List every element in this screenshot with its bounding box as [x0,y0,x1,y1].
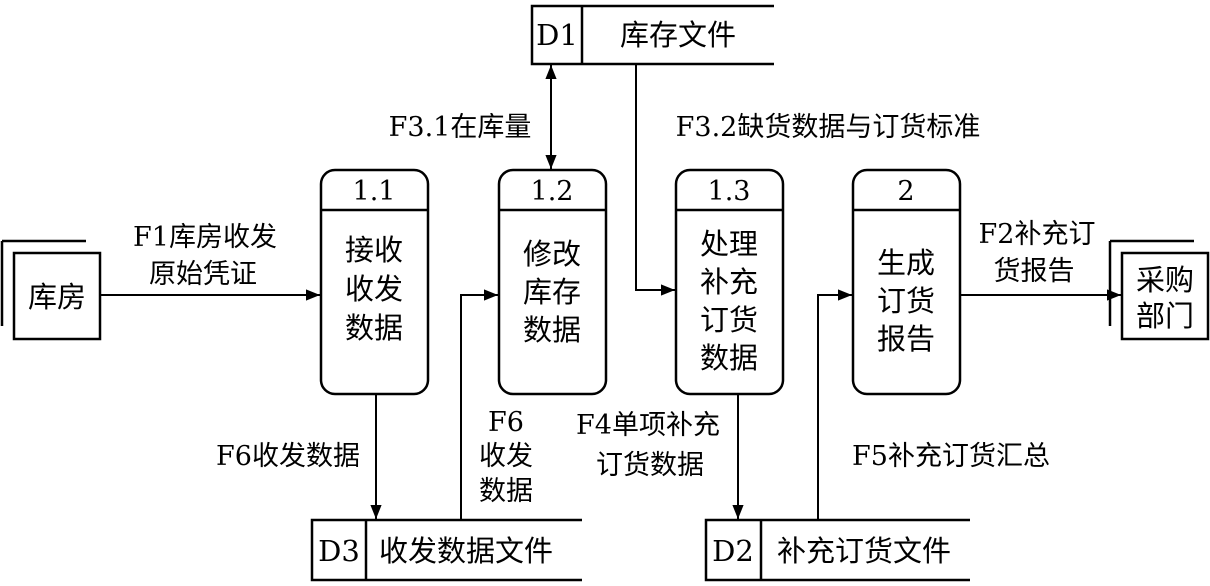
process-label: 数据 [700,341,758,375]
entity-label: 部门 [1136,299,1194,333]
flow-f3-2: F3.2缺货数据与订货标准 [635,64,981,296]
flow-label: 原始凭证 [149,259,257,290]
flow-f3-1: F3.1在库量 [389,65,557,169]
flow-label: F6收发数据 [216,441,360,472]
flow-arrow [460,289,498,520]
entity-label: 库房 [28,280,86,314]
process-id: 1.2 [531,176,574,207]
entity-purchasing-dept: 采购 部门 [1108,239,1210,341]
data-store-name: 补充订货文件 [777,534,951,568]
data-store-name: 库存文件 [620,18,736,52]
flow-arrow [635,64,675,296]
process-label: 报告 [877,322,935,356]
flow-label: F1库房收发 [133,222,277,253]
process-1-2: 1.2 修改 库存 数据 [497,168,608,396]
process-label: 接收 [345,233,403,267]
process-label: 库存 [523,275,581,309]
process-label: 数据 [345,311,403,345]
flow-f4: F4单项补充 订货数据 [576,394,744,519]
flow-label: F3.2缺货数据与订货标准 [676,112,981,143]
flow-f6-from-store: F6 收发 数据 [460,289,533,520]
data-store-d2: D2 补充订货文件 [704,518,970,582]
flow-f1: F1库房收发 原始凭证 [100,222,320,301]
flow-label: 收发 [479,441,533,472]
flow-arrow [817,289,852,520]
flow-label: F2补充订 [979,219,1096,250]
flow-label: F4单项补充 [576,410,720,441]
entity-warehouse: 库房 [0,239,102,341]
process-label: 订货 [877,284,935,318]
process-label: 补充 [700,265,758,299]
data-store-id: D1 [536,18,578,52]
flow-f6-to-store: F6收发数据 [216,394,382,519]
flow-label: F5补充订货汇总 [852,441,1050,472]
process-id: 1.3 [708,176,751,207]
flow-label: 数据 [479,476,533,507]
flow-label: 货报告 [994,256,1075,287]
flow-f2: F2补充订 货报告 [960,219,1121,301]
process-label: 生成 [877,246,935,280]
process-label: 修改 [523,237,581,271]
entity-label: 采购 [1136,263,1194,297]
data-store-id: D3 [318,534,360,568]
process-2: 2 生成 订货 报告 [851,168,962,396]
flow-f5: F5补充订货汇总 [817,289,1050,520]
process-label: 数据 [523,313,581,347]
process-label: 收发 [345,272,403,306]
process-id: 1.1 [353,176,396,207]
process-label: 订货 [700,303,758,337]
flow-label: 订货数据 [596,450,704,481]
flow-label: F3.1在库量 [389,112,532,143]
flow-label: F6 [488,407,524,438]
data-store-d3: D3 收发数据文件 [310,518,582,582]
data-store-id: D2 [712,534,754,568]
process-id: 2 [897,176,914,207]
data-store-name: 收发数据文件 [379,534,553,568]
data-store-d1: D1 库存文件 [530,4,774,66]
process-1-3: 1.3 处理 补充 订货 数据 [674,168,785,396]
process-label: 处理 [700,227,758,261]
process-1-1: 1.1 接收 收发 数据 [319,168,430,396]
